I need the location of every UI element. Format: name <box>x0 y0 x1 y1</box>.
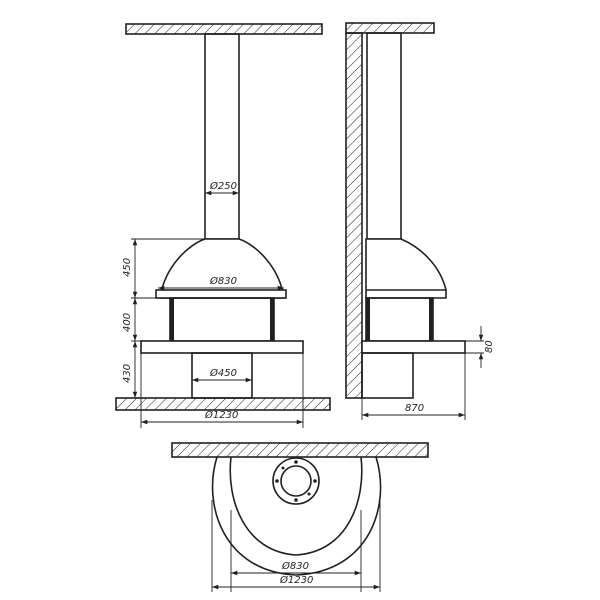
side-fire-plate <box>361 340 466 354</box>
front-hood-rim <box>155 289 287 299</box>
plate-thickness-label: 80 <box>484 340 495 353</box>
flue-diameter-label: Ø250 <box>209 180 237 192</box>
side-ceiling-slab <box>345 22 435 34</box>
floor-plate-diameter-label: Ø1230 <box>204 409 238 421</box>
plan-bolt-hole <box>275 479 279 483</box>
plan-bolt-hole <box>281 466 285 470</box>
plan-bolt-hole <box>307 492 311 496</box>
front-view: Ø250 Ø830 450 400 430 Ø450 Ø1230 <box>115 23 331 428</box>
plan-inner-diameter-label: Ø830 <box>281 560 309 572</box>
front-fire-plate <box>140 340 304 354</box>
side-view: 870 80 <box>345 22 495 420</box>
side-firebox-leg-left <box>366 298 370 341</box>
front-firebox-leg-left <box>170 298 174 341</box>
side-hood <box>365 238 447 299</box>
side-wall <box>345 32 363 399</box>
plan-flue-ring-inner <box>280 465 312 497</box>
firebox-height-label: 400 <box>122 313 133 332</box>
plan-wall-slab <box>171 442 429 458</box>
hood-height-label: 450 <box>122 258 133 277</box>
front-flue-pipe <box>204 33 240 240</box>
front-firebox <box>169 297 275 342</box>
plan-flue-ring-outer <box>272 457 320 505</box>
side-pedestal <box>361 352 414 399</box>
plan-floor-plate-outline <box>211 456 382 576</box>
front-ceiling-slab <box>125 23 323 35</box>
depth-label: 870 <box>405 403 424 414</box>
plan-bolt-hole <box>294 460 298 464</box>
plan-bolt-hole <box>294 498 298 502</box>
front-firebox-leg-right <box>270 298 274 341</box>
side-firebox-leg-right <box>429 298 433 341</box>
plan-hood-outline <box>229 456 363 556</box>
front-floor-slab <box>115 397 331 411</box>
front-hood <box>159 238 285 299</box>
pedestal-diameter-label: Ø450 <box>209 367 237 379</box>
base-height-label: 430 <box>122 364 133 383</box>
side-firebox <box>365 297 434 342</box>
plan-bolt-hole <box>313 479 317 483</box>
plan-view: Ø830 Ø1230 <box>171 442 429 592</box>
hood-diameter-label: Ø830 <box>209 275 237 287</box>
plan-outer-diameter-label: Ø1230 <box>279 574 313 586</box>
side-flue-pipe <box>366 32 402 240</box>
